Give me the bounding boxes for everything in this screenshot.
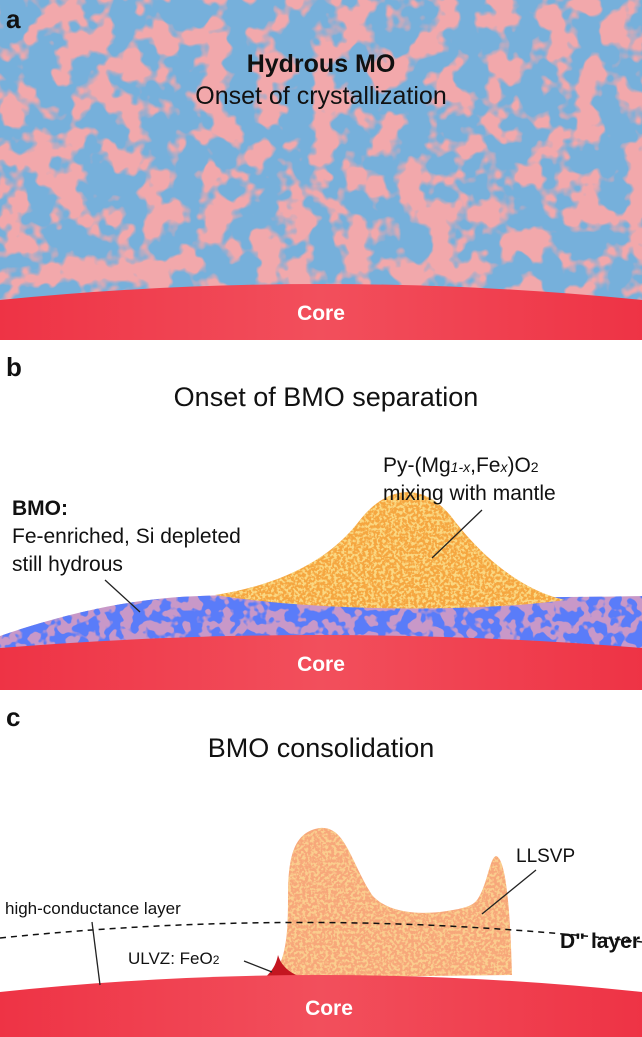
d-layer-label: D" layer — [560, 930, 640, 953]
panel-letter-c: c — [6, 702, 20, 732]
core-a — [0, 284, 642, 340]
core-c — [0, 975, 642, 1037]
core-label-c: Core — [305, 997, 353, 1020]
panel-letter-b: b — [6, 352, 22, 382]
llsvp-texture — [272, 827, 512, 978]
py-sub2: x — [499, 459, 508, 475]
py-mid: ,Fe — [470, 454, 500, 477]
py-line2: mixing with mantle — [383, 482, 556, 505]
hcl-leader-line — [91, 921, 101, 986]
ulvz-sub: 2 — [213, 953, 220, 967]
panel-a-title: Hydrous MO — [247, 50, 396, 78]
ulvz-label: ULVZ: FeO2 — [128, 949, 220, 968]
panel-b-title: Onset of BMO separation — [174, 382, 479, 412]
ulvz-text: ULVZ: FeO — [128, 949, 213, 968]
py-suffix: )O — [507, 454, 530, 477]
ulvz-leader-line — [243, 960, 273, 973]
llsvp-label: LLSVP — [516, 846, 575, 867]
core-label-a: Core — [297, 302, 345, 325]
bmo-desc-2: still hydrous — [12, 553, 123, 576]
ulvz — [262, 955, 310, 980]
hcl-label: high-conductance layer — [5, 899, 181, 918]
bmo-label: BMO: — [12, 497, 68, 520]
py-leader-line — [431, 509, 483, 559]
bmo-leader-line — [104, 579, 141, 613]
llsvp-leader-line — [481, 869, 537, 915]
d-layer-boundary — [0, 921, 642, 943]
panel-a: a Hydrous MO Onset of crystallization Co… — [0, 0, 642, 340]
bmo-desc-1: Fe-enriched, Si depleted — [12, 525, 241, 548]
panel-c-title: BMO consolidation — [208, 733, 435, 763]
panel-a-subtitle: Onset of crystallization — [195, 82, 447, 110]
panel-letter-a: a — [6, 4, 21, 34]
py-prefix: Py-(Mg — [383, 454, 451, 477]
core-label-b: Core — [297, 653, 345, 676]
crystal-blobs — [0, 0, 642, 310]
panel-c: c BMO consolidation LLSVP high-conductan… — [0, 702, 642, 1037]
panel-b: b Onset of BMO separation BMO: Fe-enrich… — [0, 352, 642, 690]
bmo-crystals — [0, 594, 642, 650]
py-dome-texture — [215, 492, 565, 609]
py-label: Py-(Mg1-x,Fex)O2 — [383, 454, 539, 477]
core-b — [0, 635, 642, 690]
py-sub3: 2 — [531, 459, 539, 475]
py-sub1: 1-x — [451, 459, 471, 475]
